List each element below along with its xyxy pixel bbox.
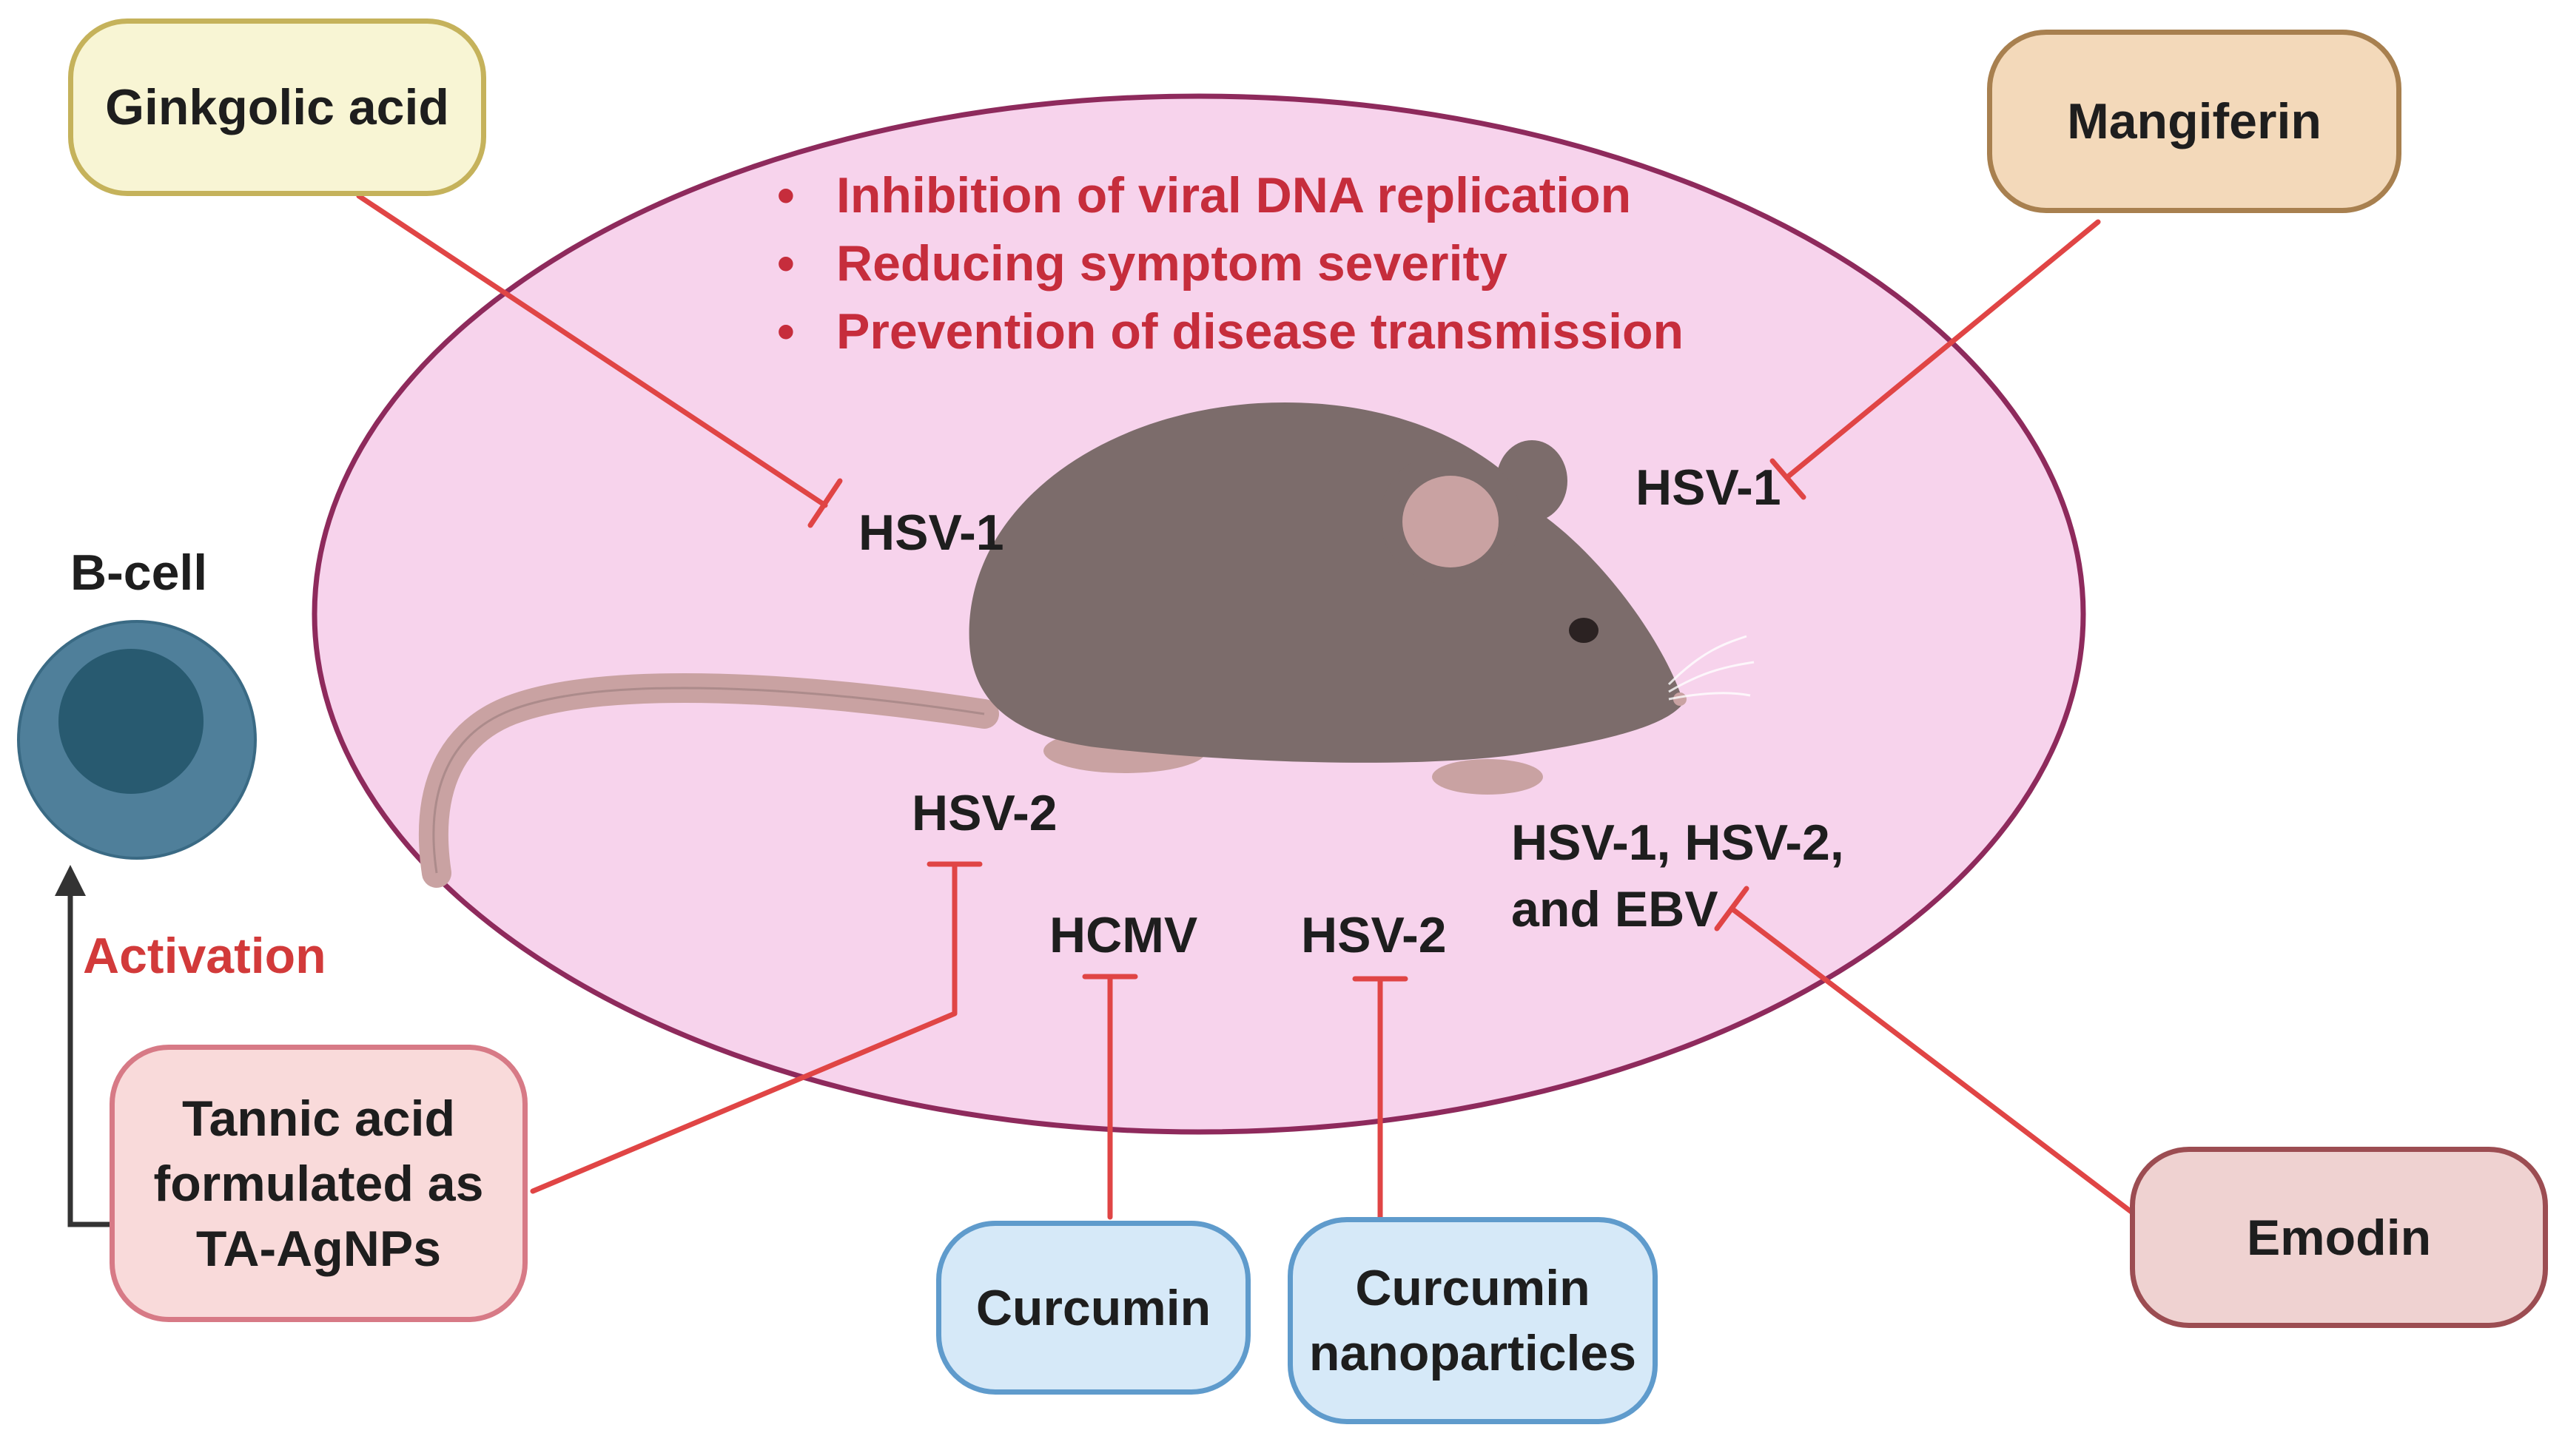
- tannic-inhibition-line: [530, 861, 958, 1194]
- effects-list: Inhibition of viral DNA replication Redu…: [777, 161, 1684, 365]
- mangiferin-box: Mangiferin: [1987, 30, 2401, 213]
- effect-item: Inhibition of viral DNA replication: [777, 161, 1684, 229]
- ginkgolic-acid-label: Ginkgolic acid: [105, 79, 449, 135]
- bcell-nucleus: [58, 649, 204, 794]
- ginkgolic-inhibition-bar: [807, 478, 843, 528]
- mouse-front-foot: [1432, 759, 1543, 795]
- tannic-acid-box: Tannic acid formulated as TA-AgNPs: [110, 1045, 528, 1322]
- curcumin-nanoparticles-box: Curcumin nanoparticles: [1288, 1217, 1658, 1424]
- inhibition-lines: [356, 193, 2134, 1220]
- activation-arrow: [55, 865, 111, 1227]
- effect-item: Reducing symptom severity: [777, 229, 1684, 297]
- curcumin-nanoparticles-line2: nanoparticles: [1308, 1325, 1637, 1381]
- ginkgolic-acid-box: Ginkgolic acid: [68, 18, 486, 196]
- tannic-acid-label-line3: TA-AgNPs: [195, 1220, 442, 1277]
- effect-item: Prevention of disease transmission: [777, 297, 1684, 365]
- mangiferin-inhibition-bar: [1769, 458, 1806, 500]
- mouse-ear-inner: [1402, 476, 1499, 567]
- mangiferin-label: Mangiferin: [2067, 93, 2322, 149]
- tannic-target-label: HSV-2: [912, 785, 1058, 841]
- mouse-tail-outline: [432, 687, 985, 874]
- emodin-target-label-line1: HSV-1, HSV-2,: [1511, 815, 1844, 871]
- emodin-box: Emodin: [2130, 1147, 2548, 1328]
- curcumin-box: Curcumin: [936, 1221, 1251, 1395]
- emodin-label: Emodin: [2246, 1209, 2432, 1266]
- tannic-acid-label-line1: Tannic acid: [181, 1090, 456, 1147]
- curcumin-target-label: HCMV: [1049, 907, 1198, 963]
- curcumin-nanoparticles-line1: Curcumin: [1355, 1260, 1590, 1316]
- activation-label: Activation: [83, 928, 326, 984]
- mangiferin-target-label: HSV-1: [1636, 459, 1781, 516]
- ginkgolic-inhibition-line: [356, 193, 828, 508]
- mouse-illustration: [418, 402, 1755, 888]
- bcell-label: B-cell: [70, 545, 208, 601]
- mangiferin-inhibition-line: [1784, 219, 2101, 480]
- emodin-inhibition-line: [1729, 906, 2134, 1215]
- mouse-eye: [1569, 618, 1598, 643]
- emodin-inhibition-bar: [1714, 886, 1749, 931]
- ginkgolic-target-label: HSV-1: [858, 505, 1004, 561]
- emodin-target-label-line2: and EBV: [1511, 881, 1718, 937]
- tannic-acid-label-line2: formulated as: [153, 1155, 484, 1212]
- curcumin-np-target-label: HSV-2: [1301, 907, 1447, 963]
- mouse-nose: [1673, 692, 1687, 706]
- mouse-whiskers: [1667, 635, 1755, 701]
- curcumin-label: Curcumin: [975, 1279, 1211, 1336]
